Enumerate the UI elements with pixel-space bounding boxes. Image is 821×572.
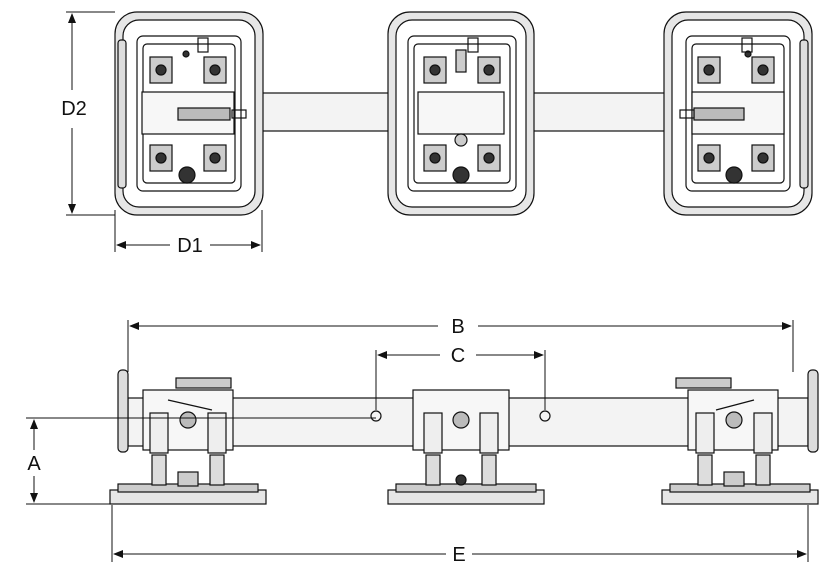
top-pad-middle (387, 11, 535, 216)
hole-c-left (370, 410, 382, 422)
top-view (114, 11, 813, 216)
top-pad-right (663, 11, 813, 216)
side-pad-middle (387, 389, 545, 505)
label-c: C (451, 345, 465, 367)
dimension-c (375, 350, 546, 410)
label-d2: D2 (61, 98, 87, 120)
side-pad-left (109, 377, 267, 505)
top-pad-left (114, 11, 264, 216)
label-a: A (27, 453, 41, 475)
label-e: E (452, 544, 465, 566)
dimension-b (127, 320, 794, 372)
side-pad-right (661, 377, 819, 505)
side-view (109, 369, 819, 505)
label-b: B (451, 316, 464, 338)
hole-c-right (539, 410, 551, 422)
dimension-a (26, 417, 376, 505)
dimension-e (111, 505, 809, 562)
dimension-d1 (114, 210, 263, 252)
dimension-d2 (66, 11, 115, 216)
label-d1: D1 (177, 235, 203, 257)
